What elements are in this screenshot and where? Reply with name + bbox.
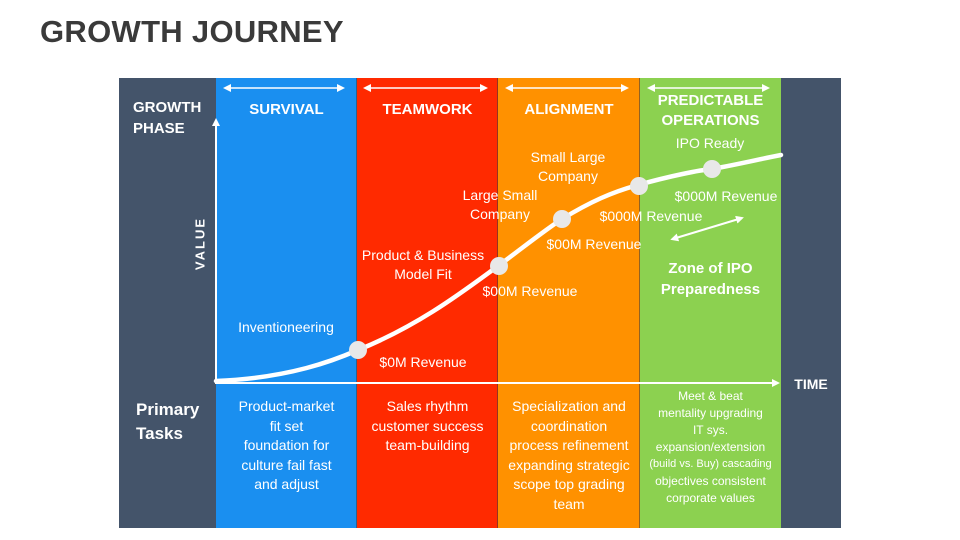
primary-tasks-label: Primary Tasks [136,398,199,446]
milestone-revenue-label: $000M Revenue [599,208,703,224]
growth-phase-label-line: PHASE [133,120,185,137]
task-line: expansion/extension [655,440,766,454]
task-line: expanding strategic [508,456,630,473]
task-line: fit set [269,417,304,434]
milestone-revenue-label: $00M Revenue [546,236,642,252]
column-divider [356,78,357,528]
task-line: customer success [371,417,484,434]
milestone-stage-line: Small Large [530,149,606,165]
left-axis-panel [119,78,216,528]
milestone-marker [703,160,721,178]
column-divider [639,78,640,528]
task-line: Specialization and [512,398,626,414]
zone-label-line: Zone of IPO [668,260,753,277]
phase-title-teamwork: TEAMWORK [357,100,498,120]
milestone-revenue-label: $000M Revenue [674,188,778,204]
task-line: team [553,495,585,512]
task-line: Meet & beat [678,389,743,403]
task-line: process refinement [509,437,629,453]
milestone-stage-line: IPO Ready [675,135,745,151]
task-line: culture fail fast [241,456,332,473]
milestone-stage-line: Model Fit [394,266,452,282]
right-axis-panel [781,78,841,528]
growth-phase-label-line: GROWTH [133,99,202,116]
task-line: objectives consistent [655,474,766,488]
zone-arrow [670,215,744,242]
milestone-stage-label: Product & Business Model Fit [355,246,491,284]
primary-tasks-label-line: Primary [136,400,200,419]
phase-column-alignment [498,78,640,528]
phase-title-alignment: ALIGNMENT [498,100,640,120]
task-line: corporate values [666,491,755,505]
phase-column-teamwork [357,78,498,528]
phase-column-predictable-operations [640,78,781,528]
phase-column-survival [216,78,357,528]
phase-title-line: TEAMWORK [382,101,473,118]
column-divider [497,78,498,528]
milestone-marker [490,257,508,275]
task-line: and adjust [254,476,319,492]
task-line: foundation for [243,437,330,453]
phase-title-line: ALIGNMENT [524,101,614,118]
page-title: GROWTH JOURNEY [40,14,344,49]
phase-title-predictable-operations: PREDICTABLE OPERATIONS [640,91,781,131]
growth-phase-label: GROWTH PHASE [133,97,201,139]
task-line: mentality upgrading [658,406,763,420]
task-line: scope top grading [513,476,625,492]
milestone-stage-line: Large Small [462,187,538,203]
phase-tasks-predictable-operations: Meet & beat mentality upgrading IT sys. … [640,388,781,507]
phase-tasks-survival: Product-market fit set foundation for cu… [216,397,357,495]
milestone-marker [553,210,571,228]
milestone-stage-line: Inventioneering [238,319,334,335]
task-line: coordination [530,417,608,434]
task-line: Sales rhythm [386,398,469,414]
milestone-stage-line: Company [538,168,598,184]
phase-title-line: SURVIVAL [249,101,324,118]
task-line: (build vs. Buy) cascading [649,458,772,470]
milestone-revenue-label: $0M Revenue [379,354,467,370]
task-line: team-building [385,437,470,453]
phase-title-survival: SURVIVAL [216,100,357,120]
milestone-stage-line: Company [470,206,530,222]
milestone-stage-label: IPO Ready [660,134,760,153]
milestone-marker [349,341,367,359]
milestone-stage-line: Product & Business [361,247,485,263]
primary-tasks-label-line: Tasks [136,424,183,443]
milestone-stage-label: Large Small Company [450,186,550,224]
zone-of-ipo-label: Zone of IPO Preparedness [640,258,781,300]
milestone-stage-label: Small Large Company [518,148,618,186]
time-axis-label: TIME [794,376,828,392]
milestone-marker [630,177,648,195]
phase-tasks-teamwork: Sales rhythm customer success team-build… [357,397,498,456]
phase-title-line: PREDICTABLE [657,92,764,109]
phase-tasks-alignment: Specialization and coordination process … [498,397,640,514]
zone-label-line: Preparedness [660,281,761,298]
phase-title-line: OPERATIONS [661,112,760,129]
milestone-stage-label: Inventioneering [222,318,350,337]
task-line: IT sys. [692,423,729,437]
milestone-revenue-label: $00M Revenue [482,283,578,299]
task-line: Product-market [238,398,335,414]
